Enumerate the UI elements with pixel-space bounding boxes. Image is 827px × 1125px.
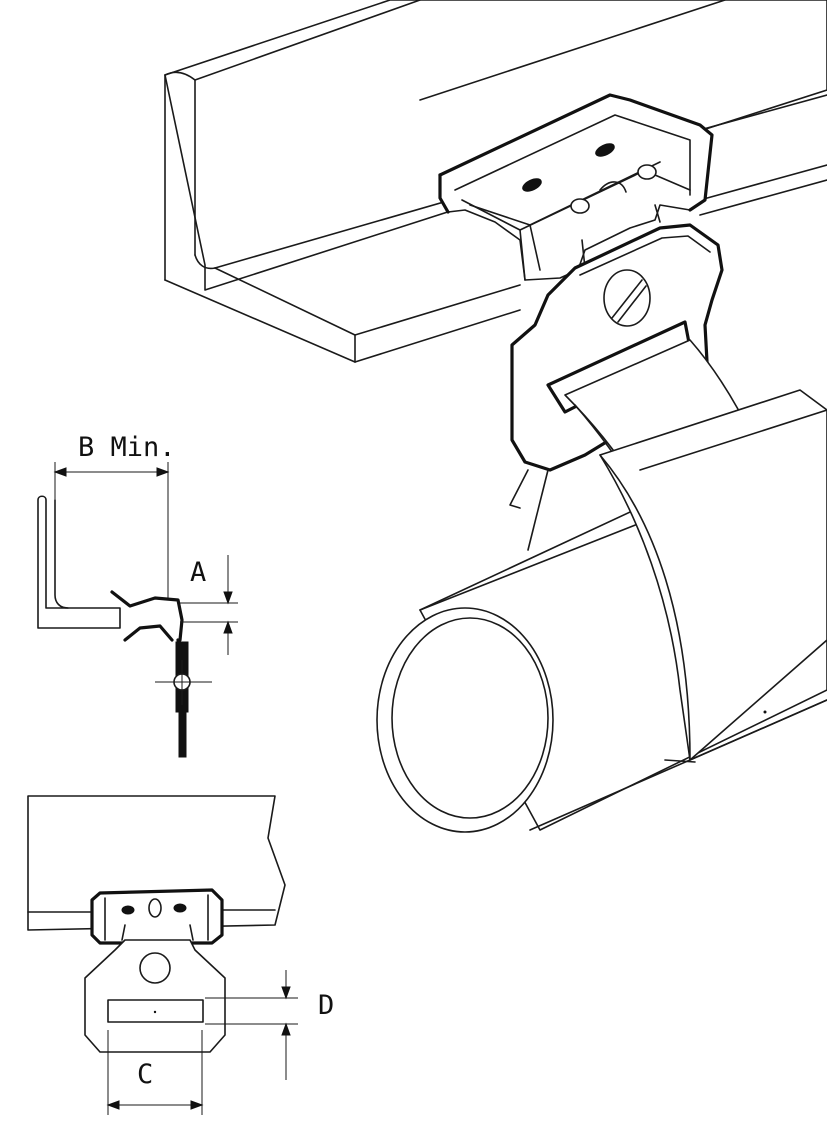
front-view-detail [27, 795, 298, 1115]
dimension-label-b-min: B Min. [78, 432, 176, 463]
beam-clip [438, 93, 714, 281]
dimension-label-c: C [137, 1059, 153, 1090]
side-section-detail [37, 462, 238, 758]
hanger-plate [510, 223, 724, 472]
dimension-label-d: D [318, 990, 334, 1021]
dimension-label-a: A [190, 557, 206, 588]
strap-and-pipe [376, 339, 827, 833]
angle-beam [164, 0, 827, 363]
